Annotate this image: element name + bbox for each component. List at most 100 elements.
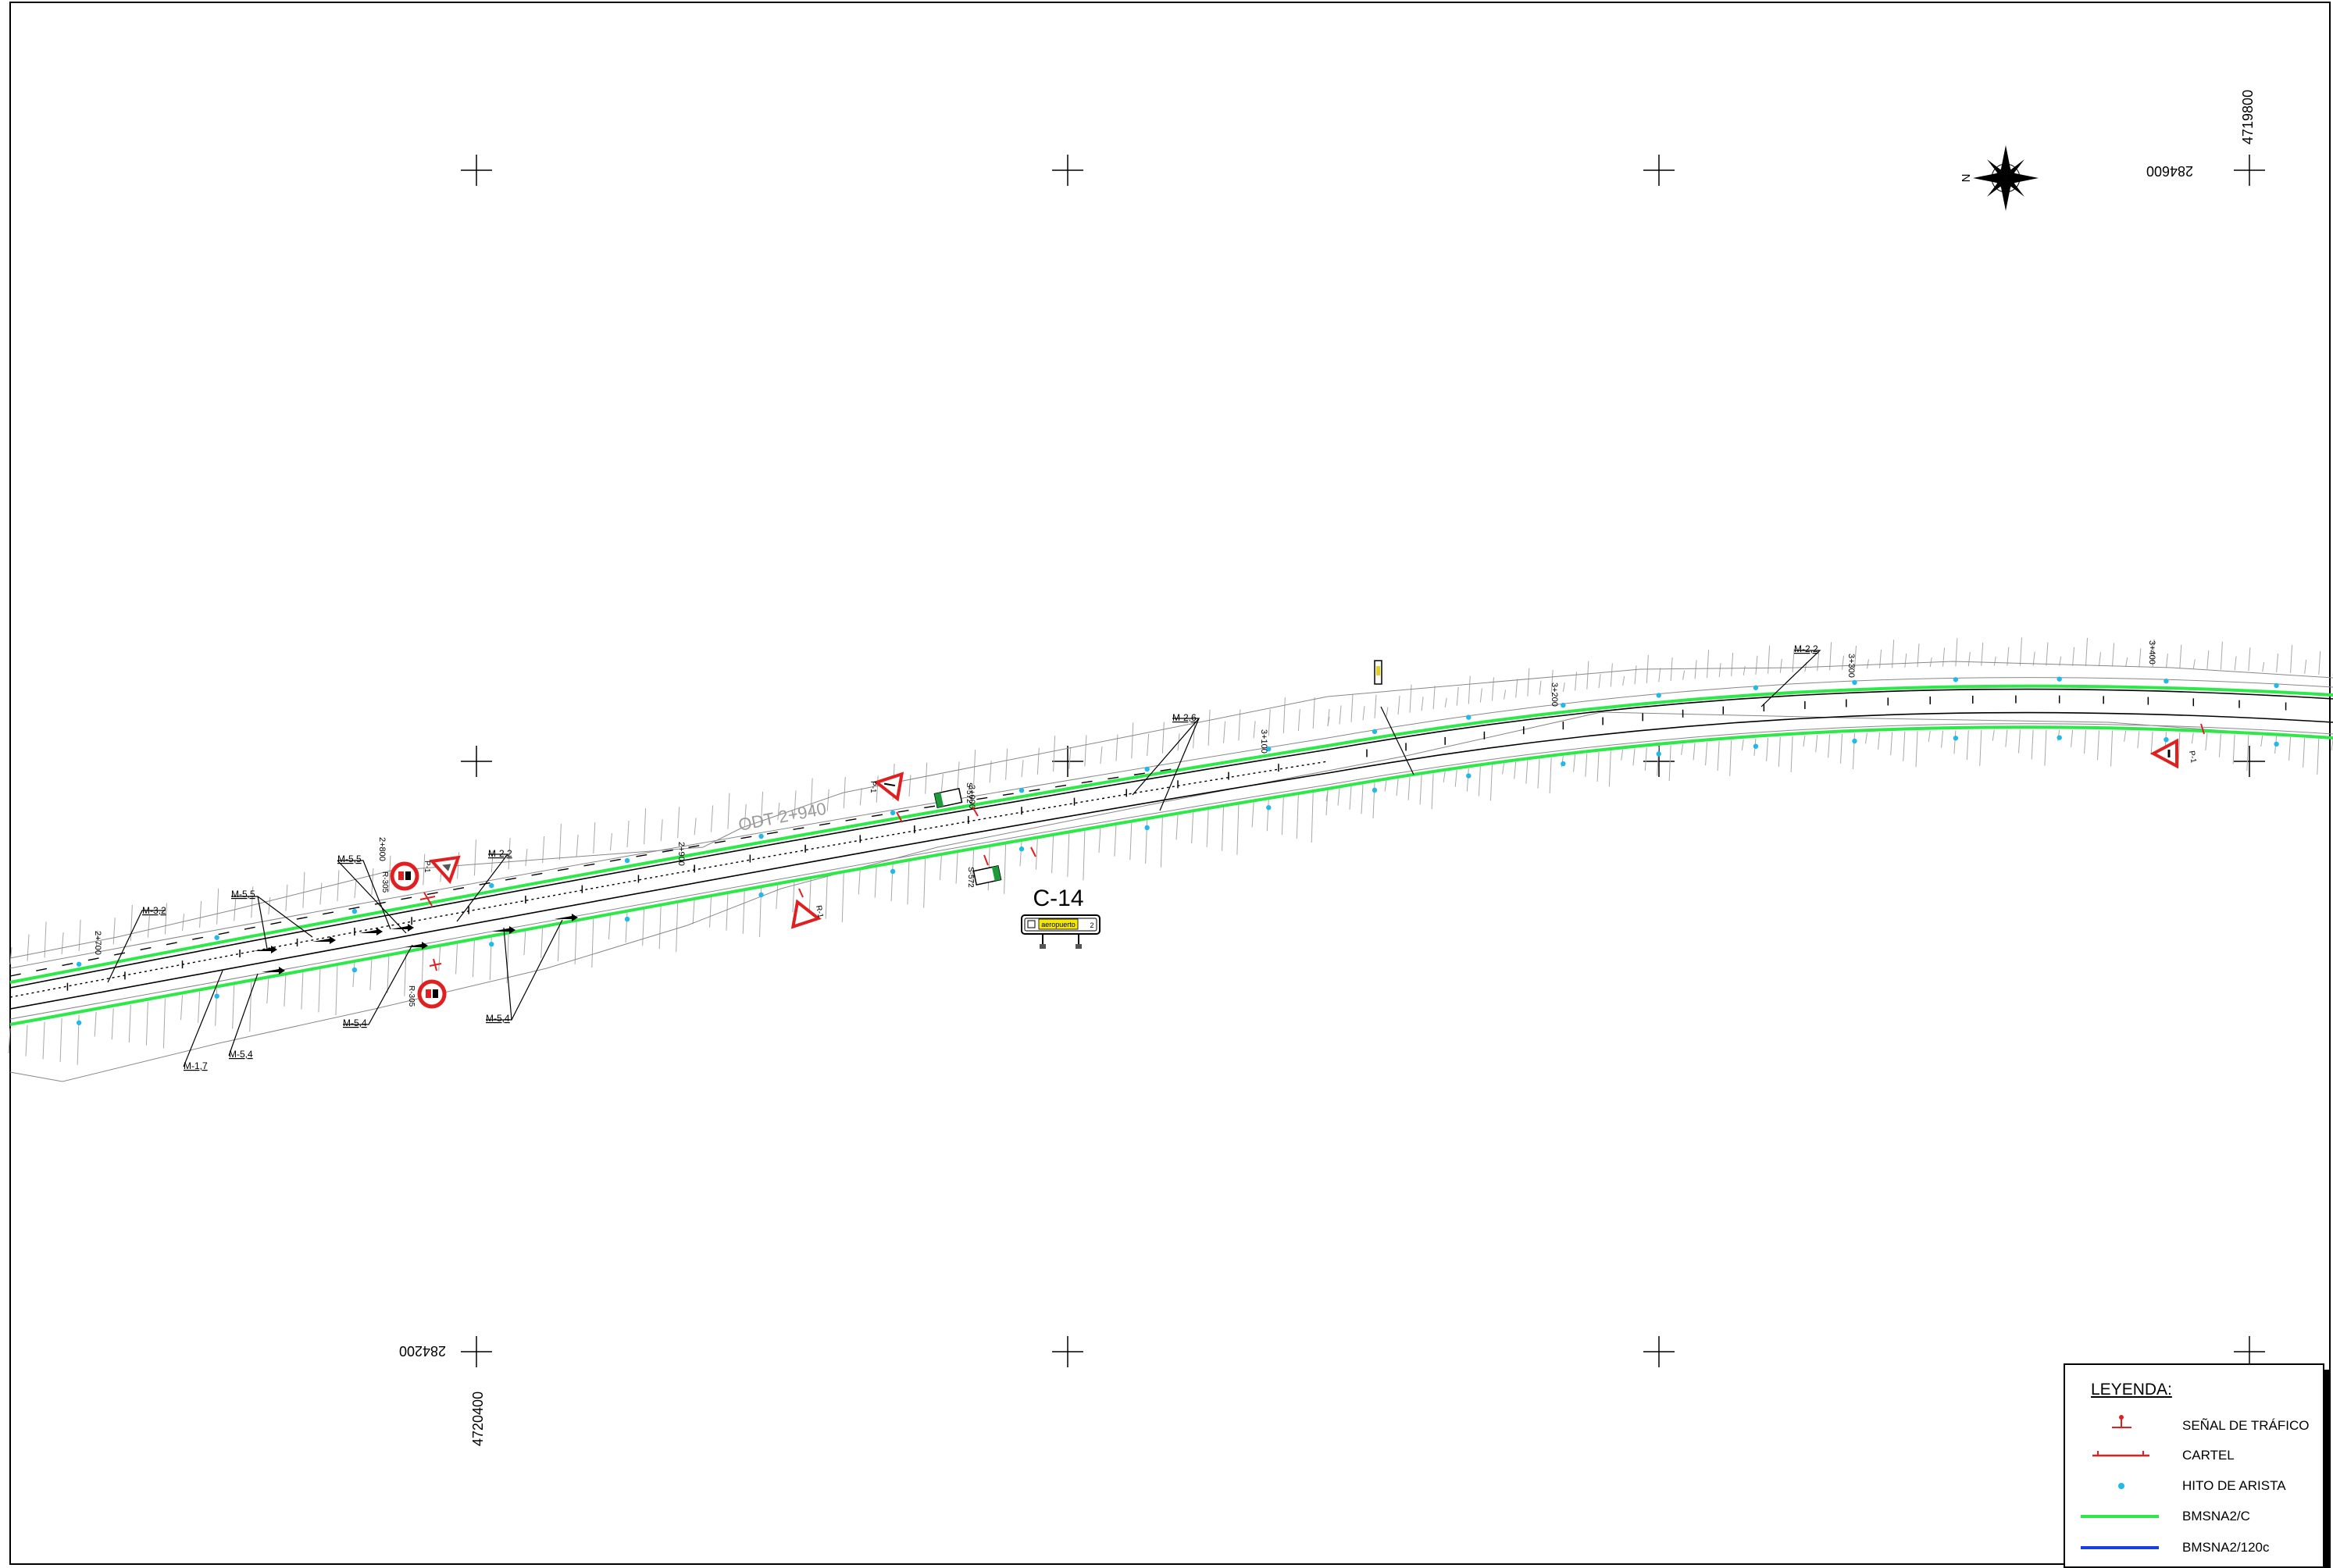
hatch-line: [301, 971, 304, 1010]
yellow-post-icon: [1374, 660, 1382, 685]
edge-post: [1561, 702, 1566, 708]
hatch-line: [1339, 705, 1342, 725]
hatch-line: [644, 808, 647, 845]
airport-sign-text: aeropuerto: [1041, 921, 1076, 928]
hatch-line: [1992, 729, 1995, 741]
hatch-line: [1147, 733, 1150, 756]
hatch-line: [2262, 661, 2265, 672]
hatch-line: [455, 943, 458, 975]
hatch-line: [1585, 753, 1588, 777]
hatch-line: [1067, 832, 1070, 877]
hatch-line: [2072, 647, 2075, 666]
hatch-line: [1608, 750, 1611, 787]
barrier-upper: [9, 684, 2333, 984]
hatch-line: [1731, 652, 1734, 676]
hatch-line: [2125, 657, 2128, 667]
warning-sign-icon: [873, 772, 904, 802]
edge-post: [2057, 676, 2062, 682]
hatch-line: [1350, 693, 1354, 722]
hatch-line: [95, 930, 98, 948]
hatch-line: [164, 903, 167, 935]
hatch-line: [574, 920, 577, 965]
station-labels: 2+700 2+800 2+900 3+000 3+100 3+200 3+30…: [93, 640, 2156, 955]
hatch-line: [1409, 684, 1412, 713]
hatch-line: [1682, 670, 1686, 680]
hatch-line: [591, 917, 594, 968]
hatch-line: [1941, 730, 1944, 748]
hatch-line: [1717, 741, 1720, 772]
hatch-line: [352, 962, 355, 988]
hatch-line: [1707, 650, 1710, 679]
hatch-line: [1840, 733, 1843, 764]
legend-item-barrier-120c: BMSNA2/120c: [2065, 1534, 2323, 1562]
hatch-line: [1903, 731, 1906, 761]
hatch-line: [1114, 825, 1117, 857]
airport-sign-number: 2: [1090, 921, 1093, 929]
hatch-line: [2071, 729, 2074, 747]
hatch-line: [825, 875, 828, 919]
edge-post: [1852, 679, 1857, 686]
hatch-line: [216, 888, 219, 925]
slope-hatching: [8, 637, 2333, 1065]
hatch-line: [1282, 697, 1286, 734]
hatch-line: [1131, 722, 1134, 759]
hatch-line: [1766, 737, 1769, 761]
edge-post: [1753, 743, 1759, 749]
hatch-line: [1768, 645, 1771, 674]
hatch-line: [2110, 730, 2114, 767]
barrier-line-icon: [2081, 1546, 2159, 1549]
hatch-line: [1828, 734, 1831, 758]
hatch-line: [1955, 638, 1958, 667]
marking-callouts: M-3,2 M-5,5 M-5,5 M-2,2 M-1,7 M-5,4 M-5,…: [142, 643, 1818, 1071]
hatch-line: [1253, 721, 1256, 739]
hatch-line: [1622, 675, 1625, 686]
hatch-line: [1562, 682, 1565, 693]
edge-post: [1852, 738, 1857, 744]
hatch-line: [404, 952, 407, 996]
hatch-line: [1539, 680, 1542, 695]
hatch-line: [1966, 730, 1969, 761]
hatch-line: [609, 832, 612, 851]
hatch-line: [112, 918, 116, 945]
hatch-line: [369, 958, 373, 990]
edge-post: [2274, 741, 2279, 747]
sheet-frame: [9, 2, 2331, 1565]
hatch-line: [1792, 648, 1795, 672]
hatch-line: [1681, 743, 1684, 755]
legend-label: BMSNA2/120c: [2182, 1540, 2270, 1555]
legend-label: BMSNA2/C: [2182, 1509, 2250, 1523]
hatch-line: [1525, 760, 1529, 784]
station-label: 2+800: [377, 837, 387, 861]
hatch-line: [2019, 637, 2022, 666]
station-label: 2+700: [93, 931, 102, 955]
hatch-line: [1892, 640, 1895, 668]
easting-left-label: 284200: [399, 1343, 446, 1359]
hatch-line: [42, 1021, 45, 1060]
hatch-line: [792, 881, 795, 913]
edge-post: [351, 967, 358, 973]
hatch-line: [2304, 659, 2307, 674]
hatch-line: [2046, 642, 2049, 666]
hatch-line: [1297, 709, 1300, 732]
hatch-line: [387, 955, 390, 993]
hatch-line: [1658, 668, 1661, 682]
hatch-line: [1864, 732, 1867, 744]
hatch-line: [1100, 746, 1103, 764]
hatch-line: [198, 991, 201, 1023]
hatch-line: [677, 807, 680, 839]
hatch-line: [1161, 722, 1165, 754]
legend-title: LEYENDA:: [2091, 1381, 2172, 1399]
edge-post: [489, 941, 494, 947]
sign-posts: [419, 723, 2205, 971]
hatch-line: [2098, 652, 2101, 667]
legend-item-barrier-c: BMSNA2/C: [2065, 1502, 2323, 1531]
hatch-line: [1238, 709, 1241, 741]
hatch-line: [1444, 697, 1447, 707]
edge-post: [758, 833, 764, 839]
hatch-line: [694, 818, 697, 836]
hatch-line: [1129, 822, 1133, 861]
hatch-line: [1396, 778, 1399, 796]
no-overtaking-sign-icon: [390, 861, 419, 891]
hatch-line: [1004, 843, 1007, 894]
